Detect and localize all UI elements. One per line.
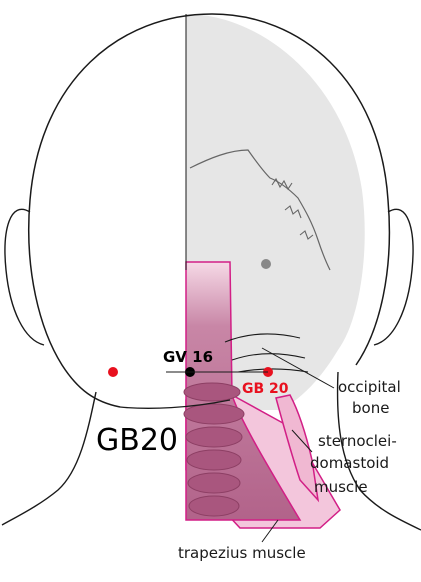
sternocleidomastoid-leader xyxy=(291,429,313,453)
vertebrae xyxy=(183,382,245,517)
diagram-title: GB20 xyxy=(96,423,178,458)
skull-suture-zigzag xyxy=(271,177,314,240)
occipital-label: occipital bone xyxy=(338,378,406,417)
sternocleidomastoid-muscle xyxy=(275,394,320,503)
skull-base-curve xyxy=(119,399,231,409)
gv16-label: GV 16 xyxy=(163,348,213,366)
trapezius-label: trapezius muscle xyxy=(178,544,306,562)
occipital-leader xyxy=(261,347,335,389)
occipital-bone-lines xyxy=(224,333,309,373)
sternocleidomastoid-label: sternoclei- domastoid muscle xyxy=(310,432,402,496)
skull-suture xyxy=(189,149,331,271)
gb20-point-label: GB 20 xyxy=(242,381,289,397)
mastoid-dot xyxy=(261,259,271,269)
neck-outline-right xyxy=(336,371,421,531)
neck-outline-left xyxy=(1,391,97,526)
gb20-left-point xyxy=(108,367,118,377)
left-ear xyxy=(4,208,45,346)
head-outline xyxy=(27,13,391,408)
right-ear xyxy=(373,208,414,346)
trapezius-leader xyxy=(261,519,279,543)
